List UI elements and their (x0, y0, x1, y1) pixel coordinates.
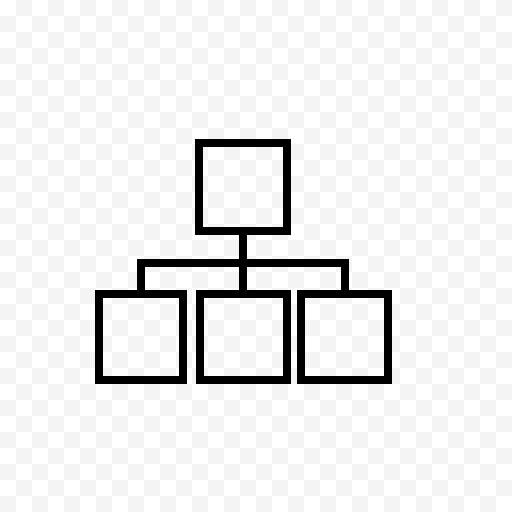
parent-node-box (195, 139, 291, 235)
middle-child-node-box (196, 290, 291, 384)
right-child-node-box (297, 290, 392, 384)
left-child-node-box (95, 290, 187, 384)
